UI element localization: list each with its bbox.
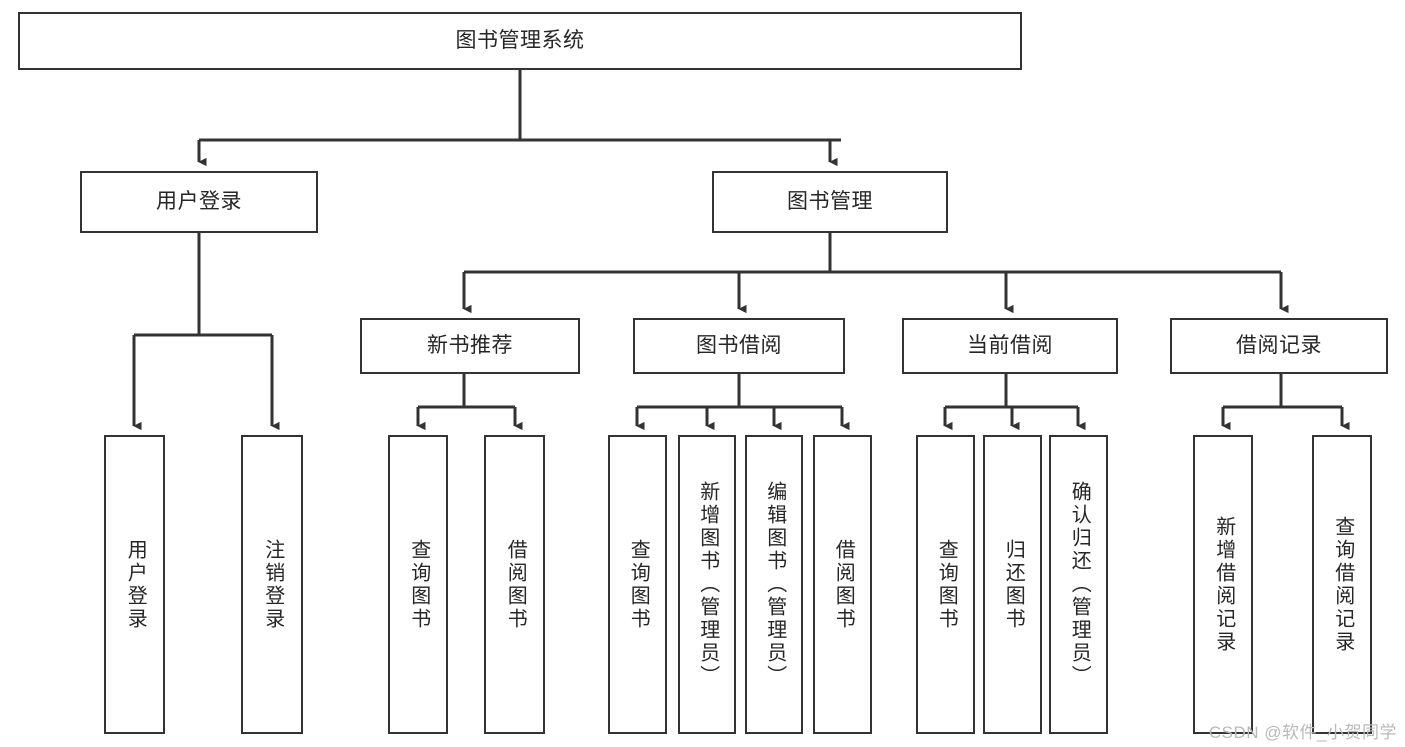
node-user-login[interactable]: 用户登录 xyxy=(80,171,318,233)
node-leaf-confirm-return[interactable]: 确认归还（管理员） xyxy=(1049,435,1108,734)
node-leaf-user-logout[interactable]: 注销登录 xyxy=(241,435,303,734)
node-leaf-query-book-1[interactable]: 查询图书 xyxy=(388,435,448,734)
node-book-borrow[interactable]: 图书借阅 xyxy=(633,318,845,374)
edge-group-root xyxy=(197,70,841,167)
edge-group-book-manage xyxy=(462,233,1289,314)
node-label: 查询图书 xyxy=(935,538,958,631)
node-leaf-return-book[interactable]: 归还图书 xyxy=(983,435,1042,734)
edge-group-borrow-record xyxy=(1221,374,1350,431)
edge-group-current-borrow xyxy=(943,374,1086,431)
node-new-book-recommend[interactable]: 新书推荐 xyxy=(360,318,580,374)
node-label: 图书管理 xyxy=(787,189,873,213)
node-label: 查询借阅记录 xyxy=(1331,515,1354,654)
node-label: 编辑图书（管理员） xyxy=(763,481,786,688)
watermark: CSDN @软件_小贺同学 xyxy=(1208,723,1397,742)
node-label: 新书推荐 xyxy=(427,333,513,357)
node-label: 注销登录 xyxy=(261,538,284,631)
node-root[interactable]: 图书管理系统 xyxy=(18,12,1022,70)
edge-group-book-borrow xyxy=(635,374,850,431)
node-leaf-user-login[interactable]: 用户登录 xyxy=(104,435,165,734)
node-book-manage[interactable]: 图书管理 xyxy=(712,171,948,233)
edge-group-user-login xyxy=(132,233,280,431)
node-current-borrow[interactable]: 当前借阅 xyxy=(902,318,1118,374)
edge-group-new-book-recommend xyxy=(416,374,523,431)
node-label: 查询图书 xyxy=(407,538,430,631)
node-label: 借阅图书 xyxy=(504,538,527,631)
node-leaf-borrow-book-1[interactable]: 借阅图书 xyxy=(484,435,545,734)
node-label: 新增图书（管理员） xyxy=(696,481,719,688)
node-leaf-query-record[interactable]: 查询借阅记录 xyxy=(1312,435,1372,734)
node-leaf-query-book-3[interactable]: 查询图书 xyxy=(916,435,975,734)
node-leaf-borrow-book-2[interactable]: 借阅图书 xyxy=(813,435,872,734)
node-label: 图书管理系统 xyxy=(455,28,585,52)
node-leaf-add-book[interactable]: 新增图书（管理员） xyxy=(678,435,736,734)
node-label: 用户登录 xyxy=(156,189,242,213)
node-label: 借阅图书 xyxy=(832,538,855,631)
node-leaf-query-book-2[interactable]: 查询图书 xyxy=(608,435,667,734)
node-leaf-add-record[interactable]: 新增借阅记录 xyxy=(1193,435,1253,734)
node-label: 归还图书 xyxy=(1002,538,1025,631)
node-label: 借阅记录 xyxy=(1236,333,1322,357)
node-borrow-record[interactable]: 借阅记录 xyxy=(1170,318,1388,374)
node-label: 确认归还（管理员） xyxy=(1068,481,1091,688)
node-leaf-edit-book[interactable]: 编辑图书（管理员） xyxy=(745,435,803,734)
node-label: 图书借阅 xyxy=(696,333,782,357)
node-label: 当前借阅 xyxy=(967,333,1053,357)
node-label: 用户登录 xyxy=(124,538,147,631)
node-label: 查询图书 xyxy=(627,538,650,631)
node-label: 新增借阅记录 xyxy=(1212,515,1235,654)
